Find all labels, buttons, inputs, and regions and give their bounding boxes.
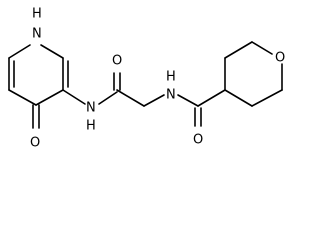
bond-c6-n1 [8,44,31,59]
bond-ox-c3-c2 [224,41,253,59]
bond-amide1-c-ch2 [116,89,145,107]
bond-ox-c6-c5 [251,89,283,107]
pyridinone-ring [8,44,69,106]
bond-n1-c2 [40,44,64,59]
atom-amide2-h: H [166,70,176,85]
atom-pyridinone-h: H [32,7,42,22]
atom-pyridinone-n: N [32,27,42,42]
bond-ox-c2-o [251,41,273,55]
oxane-ring [224,41,283,107]
bond-c3-c4 [35,89,64,106]
bond-c3-nh [62,89,86,105]
bond-nh2-c-amide2 [177,94,199,107]
bond-nh-c-amide1 [98,91,118,105]
atom-oxane-o: O [275,51,285,66]
atom-amide2-n: N [166,88,176,103]
atom-pyridinone-o: O [30,136,40,151]
atom-amide1-o: O [112,54,122,69]
atom-amide2-o: O [193,133,203,148]
bond-ox-c5-c4 [224,89,253,107]
bond-amide2-c-oxane [197,89,226,107]
molecule-structure: H N O N H O N H O O [8,7,285,151]
atom-amide1-h: H [86,119,96,134]
bond-c4-c5 [8,89,37,106]
atom-amide1-n: N [86,101,96,116]
bond-ch2-nh2 [143,94,165,107]
